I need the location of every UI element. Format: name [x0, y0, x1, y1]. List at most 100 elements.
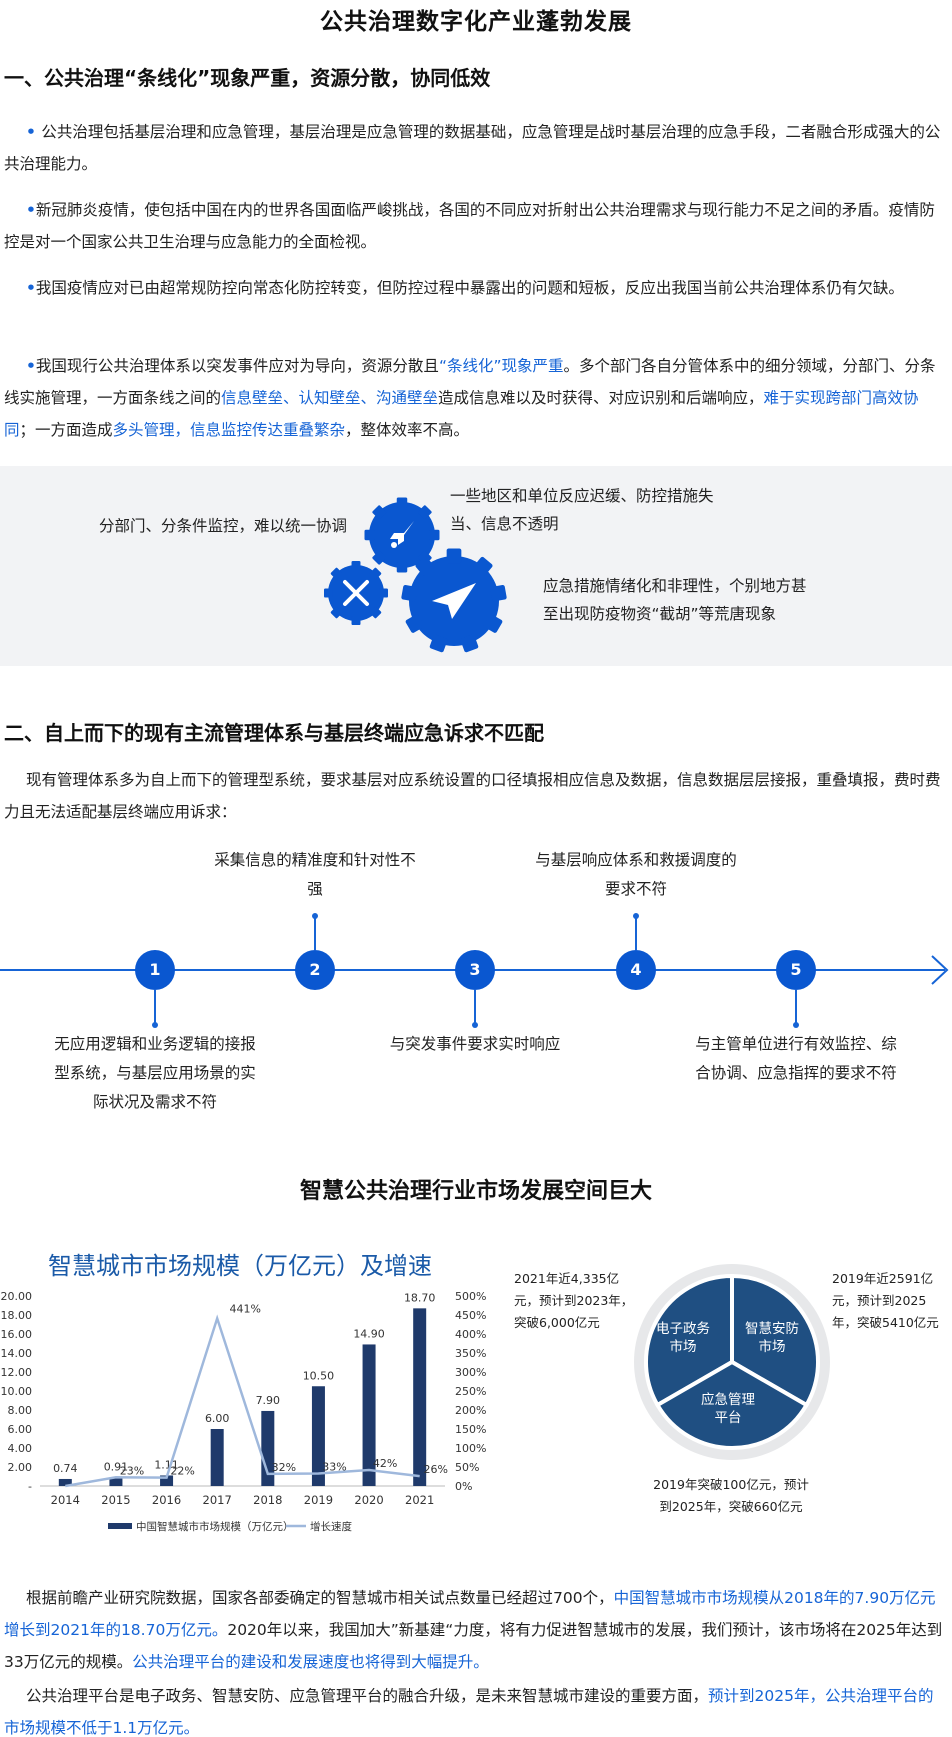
timeline-text-3: 与突发事件要求实时响应 — [389, 1035, 561, 1053]
timeline-text-1: 无应用逻辑和业务逻辑的接报型系统，与基层应用场景的实际状况及需求不符 — [54, 1035, 256, 1111]
bar-value-label: 6.00 — [205, 1412, 230, 1425]
y2-tick-label: 50% — [455, 1461, 479, 1474]
y-tick-label: 16.00 — [1, 1328, 33, 1341]
y-tick-label: 2.00 — [8, 1461, 33, 1474]
y2-tick-label: 250% — [455, 1385, 486, 1398]
section2-paragraph: 现有管理体系多为自上而下的管理型系统，要求基层对应系统设置的口径填报相应信息及数… — [4, 771, 941, 821]
rocket-gear-icon — [364, 497, 440, 573]
bar-value-label: 14.90 — [353, 1327, 385, 1340]
y-tick-label: 10.00 — [1, 1385, 33, 1398]
y-tick-label: 12.00 — [1, 1366, 33, 1379]
bar-value-label: 10.50 — [303, 1369, 335, 1382]
y-tick-label: 6.00 — [8, 1423, 33, 1436]
section2-heading: 二、自上而下的现有主流管理体系与基层终端应急诉求不匹配 — [4, 721, 544, 745]
pie-label-security: 智慧安防市场 — [745, 1321, 799, 1355]
y2-tick-label: 150% — [455, 1423, 486, 1436]
bullet-icon: • — [26, 279, 36, 297]
y2-tick-label: 100% — [455, 1442, 486, 1455]
growth-value-label: 23% — [120, 1464, 144, 1477]
y-tick-label: 8.00 — [8, 1404, 33, 1417]
y2-tick-label: 350% — [455, 1347, 486, 1360]
bar-2021 — [413, 1308, 427, 1486]
bar-2016 — [160, 1475, 174, 1486]
pie-label-egov: 电子政务市场 — [656, 1321, 710, 1355]
tools-gear-icon — [324, 561, 388, 625]
gears-icon — [324, 497, 507, 653]
section3-paragraph-2: 公共治理平台是电子政务、智慧安防、应急管理平台的融合升级，是未来智慧城市建设的重… — [4, 1687, 934, 1737]
bar-value-label: 0.74 — [53, 1462, 78, 1475]
gear-bottom-right-text: 应急措施情绪化和非理性，个别地方甚至出现防疫物资“截胡”等荒唐现象 — [543, 577, 807, 623]
growth-value-label: 22% — [170, 1465, 194, 1478]
bar-value-label: 0.91 — [104, 1460, 129, 1473]
y-tick-label: 4.00 — [8, 1442, 33, 1455]
arrow-right-icon — [931, 955, 949, 985]
pie-note-egov: 2021年近4,335亿元，预计到2023年，突破6,000亿元 — [514, 1271, 634, 1330]
gear-left-text: 分部门、分条件监控，难以统一协调 — [99, 517, 348, 535]
pie-slice-emergency — [654, 1359, 810, 1451]
y2-tick-label: 500% — [455, 1290, 486, 1303]
gear-illustration-panel: 分部门、分条件监控，难以统一协调 一些地区和单位反应迟缓、防控措施失当、信息不透… — [0, 466, 952, 666]
x-tick-label: 2016 — [152, 1493, 181, 1507]
y2-tick-label: 450% — [455, 1309, 486, 1322]
growth-value-label: 26% — [423, 1463, 447, 1476]
growth-value-label: 32% — [272, 1461, 296, 1474]
x-tick-label: 2018 — [253, 1493, 282, 1507]
timeline-node-3: 3 — [455, 950, 495, 990]
timeline-text-5: 与主管单位进行有效监控、综合协调、应急指挥的要求不符 — [695, 1035, 897, 1082]
bar-2014 — [58, 1478, 72, 1486]
bullet-icon: • — [26, 357, 36, 375]
section1-paragraph-3: •我国疫情应对已由超常规防控向常态化防控转变，但防控过程中暴露出的问题和短板，反… — [26, 279, 904, 297]
timeline-node-4: 4 — [616, 950, 656, 990]
y2-tick-label: 200% — [455, 1404, 486, 1417]
section1-paragraph-1: • 公共治理包括基层治理和应急管理，基层治理是应急管理的数据基础，应急管理是战时… — [4, 123, 941, 173]
section1-heading: 一、公共治理“条线化”现象严重，资源分散，协同低效 — [4, 66, 491, 90]
x-tick-label: 2020 — [354, 1493, 383, 1507]
legend-bar-label: 中国智慧城市市场规模（万亿元） — [136, 1520, 294, 1533]
x-tick-label: 2021 — [405, 1493, 434, 1507]
y-tick-label: 18.00 — [1, 1309, 33, 1322]
gear-top-right-text: 一些地区和单位反应迟缓、防控措施失当、信息不透明 — [450, 487, 714, 533]
x-tick-label: 2015 — [101, 1493, 130, 1507]
bar-2015 — [109, 1477, 123, 1486]
timeline-node-1: 1 — [135, 950, 175, 990]
paper-plane-gear-icon — [401, 548, 507, 653]
y-tick-label: 20.00 — [1, 1290, 33, 1303]
y-tick-label: - — [28, 1480, 32, 1493]
bar-value-label: 7.90 — [256, 1394, 281, 1407]
bar-2019 — [311, 1386, 325, 1486]
pie-label-emergency: 应急管理平台 — [701, 1392, 755, 1426]
section3-paragraph-1: 根据前瞻产业研究院数据，国家各部委确定的智慧城市相关试点数量已经超过700个，中… — [4, 1589, 943, 1671]
x-tick-label: 2017 — [203, 1493, 232, 1507]
growth-value-label: 441% — [229, 1302, 260, 1315]
x-tick-label: 2014 — [51, 1493, 80, 1507]
growth-value-label: 42% — [373, 1457, 397, 1470]
page-title: 公共治理数字化产业蓬勃发展 — [320, 9, 632, 35]
bar-value-label: 18.70 — [404, 1291, 436, 1304]
y2-tick-label: 400% — [455, 1328, 486, 1341]
y2-tick-label: 0% — [455, 1480, 472, 1493]
legend-line-label: 增长速度 — [310, 1520, 352, 1533]
section1-paragraph-2: •新冠肺炎疫情，使包括中国在内的世界各国面临严峻挑战，各国的不同应对折射出公共治… — [4, 201, 935, 251]
growth-value-label: 33% — [322, 1460, 346, 1473]
x-tick-label: 2019 — [304, 1493, 333, 1507]
bar-2017 — [210, 1429, 224, 1486]
market-size-chart: - 2.00 4.00 6.00 8.00 10.00 12.00 14.00 16.00 18.… — [1, 1290, 487, 1533]
section1-paragraph-4: •我国现行公共治理体系以突发事件应对为导向，资源分散且“条线化”现象严重。多个部… — [4, 357, 936, 439]
timeline-node-5: 5 — [776, 950, 816, 990]
market-pie-chart — [634, 1264, 830, 1460]
chart-title: 智慧城市市场规模（万亿元）及增速 — [48, 1252, 432, 1280]
legend-bar-swatch — [108, 1523, 132, 1529]
pie-note-security: 2019年近2591亿元，预计到2025年，突破5410亿元 — [832, 1271, 939, 1330]
y-tick-label: 14.00 — [1, 1347, 33, 1360]
timeline-text-2: 采集信息的精准度和针对性不强 — [214, 851, 416, 898]
timeline-text-4: 与基层响应体系和救援调度的要求不符 — [535, 851, 737, 898]
timeline-node-2: 2 — [295, 950, 335, 990]
timeline-connectors — [152, 913, 799, 1028]
bullet-icon: • — [26, 123, 42, 141]
growth-line — [65, 1314, 420, 1488]
section3-heading: 智慧公共治理行业市场发展空间巨大 — [299, 1179, 652, 1204]
bar-2020 — [362, 1344, 376, 1486]
pie-note-emergency: 2019年突破100亿元，预计到2025年，突破660亿元 — [653, 1477, 809, 1514]
bullet-icon: • — [26, 201, 36, 219]
y2-tick-label: 300% — [455, 1366, 486, 1379]
